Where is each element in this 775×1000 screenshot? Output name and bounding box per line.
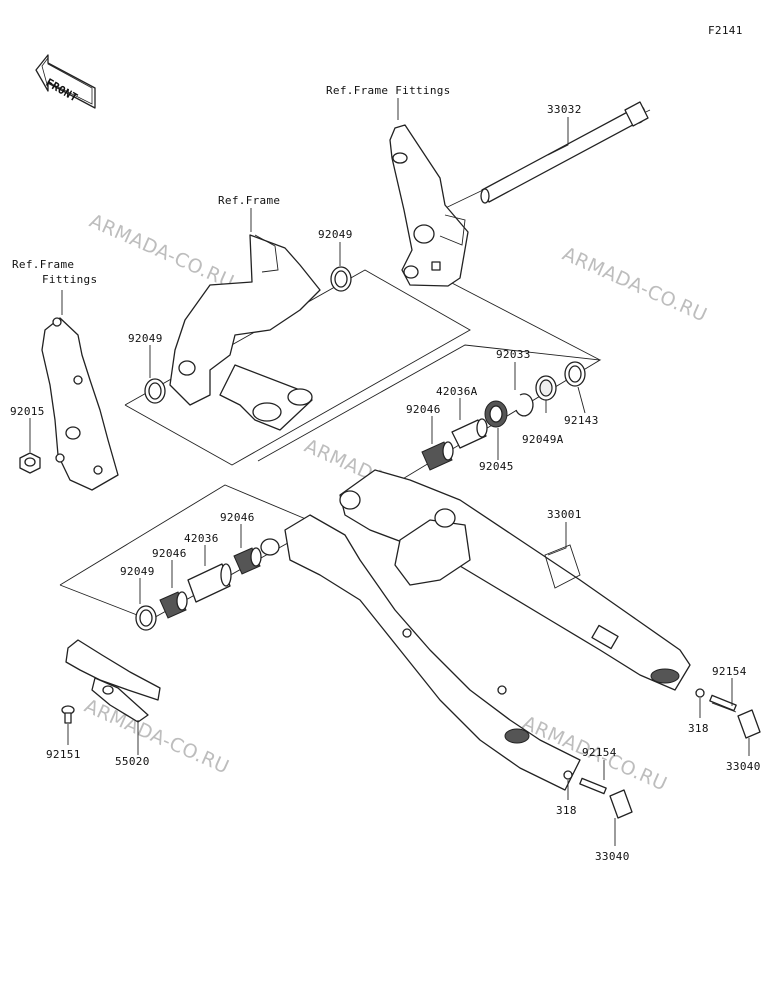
part-label-42036A: 42036A	[436, 385, 478, 398]
part-label-92143: 92143	[564, 414, 599, 427]
part-label-33032: 33032	[547, 103, 582, 116]
part-label-92046: 92046	[220, 511, 255, 524]
bearing-stack-left	[159, 547, 262, 619]
frame-center	[169, 234, 321, 431]
ref-frame-fittings-top: Ref.Frame Fittings	[326, 84, 451, 97]
collar-92049-low	[135, 605, 157, 631]
pivot-shaft-33032	[480, 101, 649, 204]
part-label-92049: 92049	[120, 565, 155, 578]
bolt-92151	[61, 705, 75, 724]
part-label-318: 318	[556, 804, 577, 817]
part-label-92046: 92046	[152, 547, 187, 560]
collar-92049-mid	[144, 378, 166, 404]
frame-fitting-right	[389, 124, 469, 287]
part-label-92154: 92154	[712, 665, 747, 678]
label-leaders	[29, 98, 750, 846]
part-label-92045: 92045	[479, 460, 514, 473]
bearing-stack-right	[421, 361, 586, 471]
part-label-33001: 33001	[547, 508, 582, 521]
part-label-33040: 33040	[595, 850, 630, 863]
adjuster-left	[563, 770, 633, 819]
part-label-92033: 92033	[496, 348, 531, 361]
ref-frame-left-line1: Ref.Frame	[12, 258, 75, 271]
part-label-92154: 92154	[582, 746, 617, 759]
part-label-42036: 42036	[184, 532, 219, 545]
ref-frame: Ref.Frame	[218, 194, 281, 207]
part-label-33040: 33040	[726, 760, 761, 773]
chain-guard-55020	[65, 639, 161, 723]
alignment-lines	[59, 109, 651, 621]
part-label-92049: 92049	[128, 332, 163, 345]
part-label-55020: 55020	[115, 755, 150, 768]
part-label-92049: 92049	[318, 228, 353, 241]
swingarm-33001	[260, 469, 691, 791]
front-arrow-icon	[35, 54, 96, 109]
part-label-318: 318	[688, 722, 709, 735]
part-label-92049A: 92049A	[522, 433, 564, 446]
part-label-92015: 92015	[10, 405, 45, 418]
part-label-92151: 92151	[46, 748, 81, 761]
adjuster-right	[695, 688, 761, 739]
diagram-code: F2141	[708, 24, 743, 37]
part-label-92046: 92046	[406, 403, 441, 416]
frame-fitting-left	[41, 317, 119, 491]
ref-frame-left-line2: Fittings	[42, 273, 98, 286]
collar-92049-top	[330, 266, 352, 292]
